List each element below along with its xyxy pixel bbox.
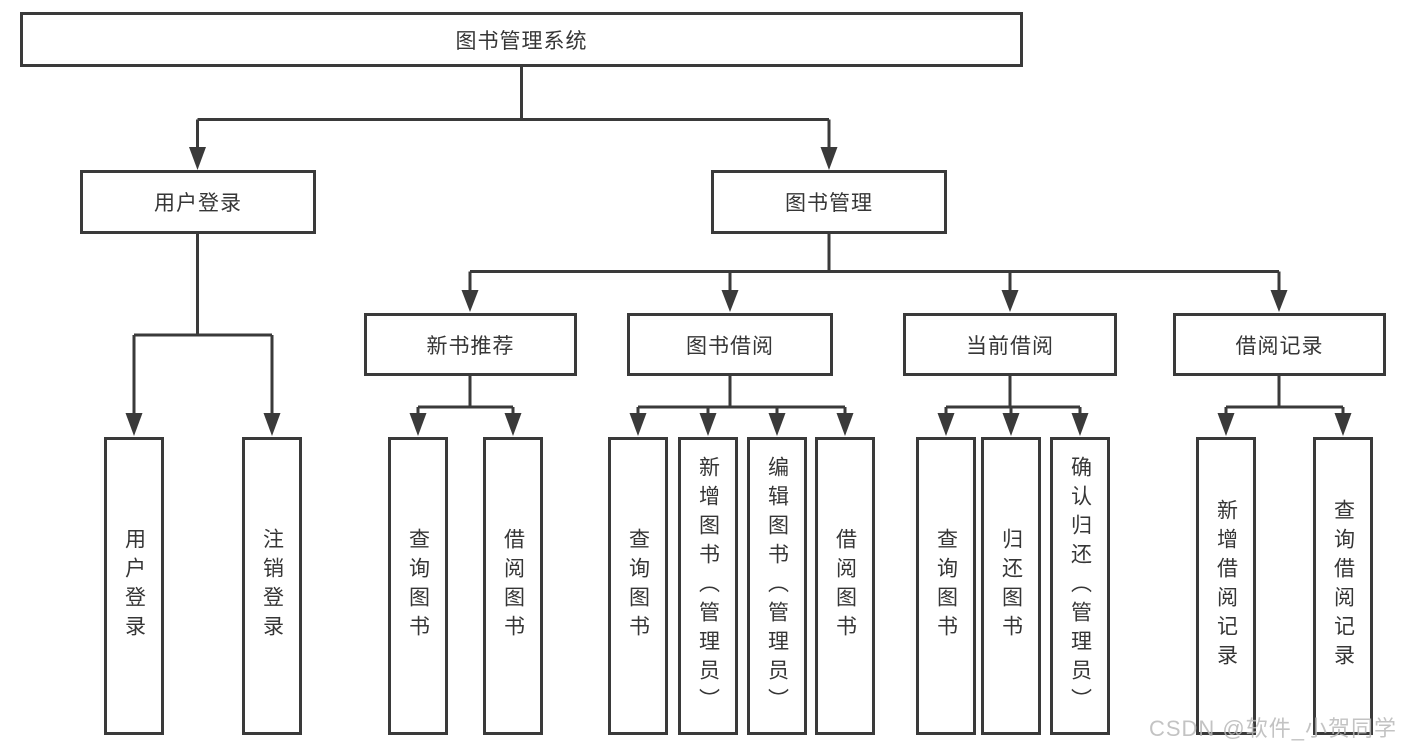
leaf-query-book-current: 查询图书 <box>916 437 976 735</box>
node-user-login: 用户登录 <box>80 170 316 234</box>
node-book-borrow: 图书借阅 <box>627 313 833 376</box>
node-root-system: 图书管理系统 <box>20 12 1023 67</box>
node-book-management: 图书管理 <box>711 170 947 234</box>
leaf-borrow-book-recommend: 借阅图书 <box>483 437 543 735</box>
leaf-confirm-return-admin: 确认归还（管理员） <box>1050 437 1110 735</box>
node-current-borrow: 当前借阅 <box>903 313 1117 376</box>
leaf-query-book-recommend: 查询图书 <box>388 437 448 735</box>
leaf-edit-book-admin: 编辑图书（管理员） <box>747 437 807 735</box>
leaf-logout: 注销登录 <box>242 437 302 735</box>
node-new-book-recommend: 新书推荐 <box>364 313 577 376</box>
leaf-add-borrow-record: 新增借阅记录 <box>1196 437 1256 735</box>
csdn-watermark: CSDN @软件_小贺同学 <box>1148 716 1397 741</box>
leaf-add-book-admin: 新增图书（管理员） <box>678 437 738 735</box>
leaf-user-login: 用户登录 <box>104 437 164 735</box>
node-borrow-records: 借阅记录 <box>1173 313 1386 376</box>
leaf-return-book: 归还图书 <box>981 437 1041 735</box>
leaf-query-book-borrow: 查询图书 <box>608 437 668 735</box>
leaf-query-borrow-record: 查询借阅记录 <box>1313 437 1373 735</box>
leaf-borrow-book: 借阅图书 <box>815 437 875 735</box>
